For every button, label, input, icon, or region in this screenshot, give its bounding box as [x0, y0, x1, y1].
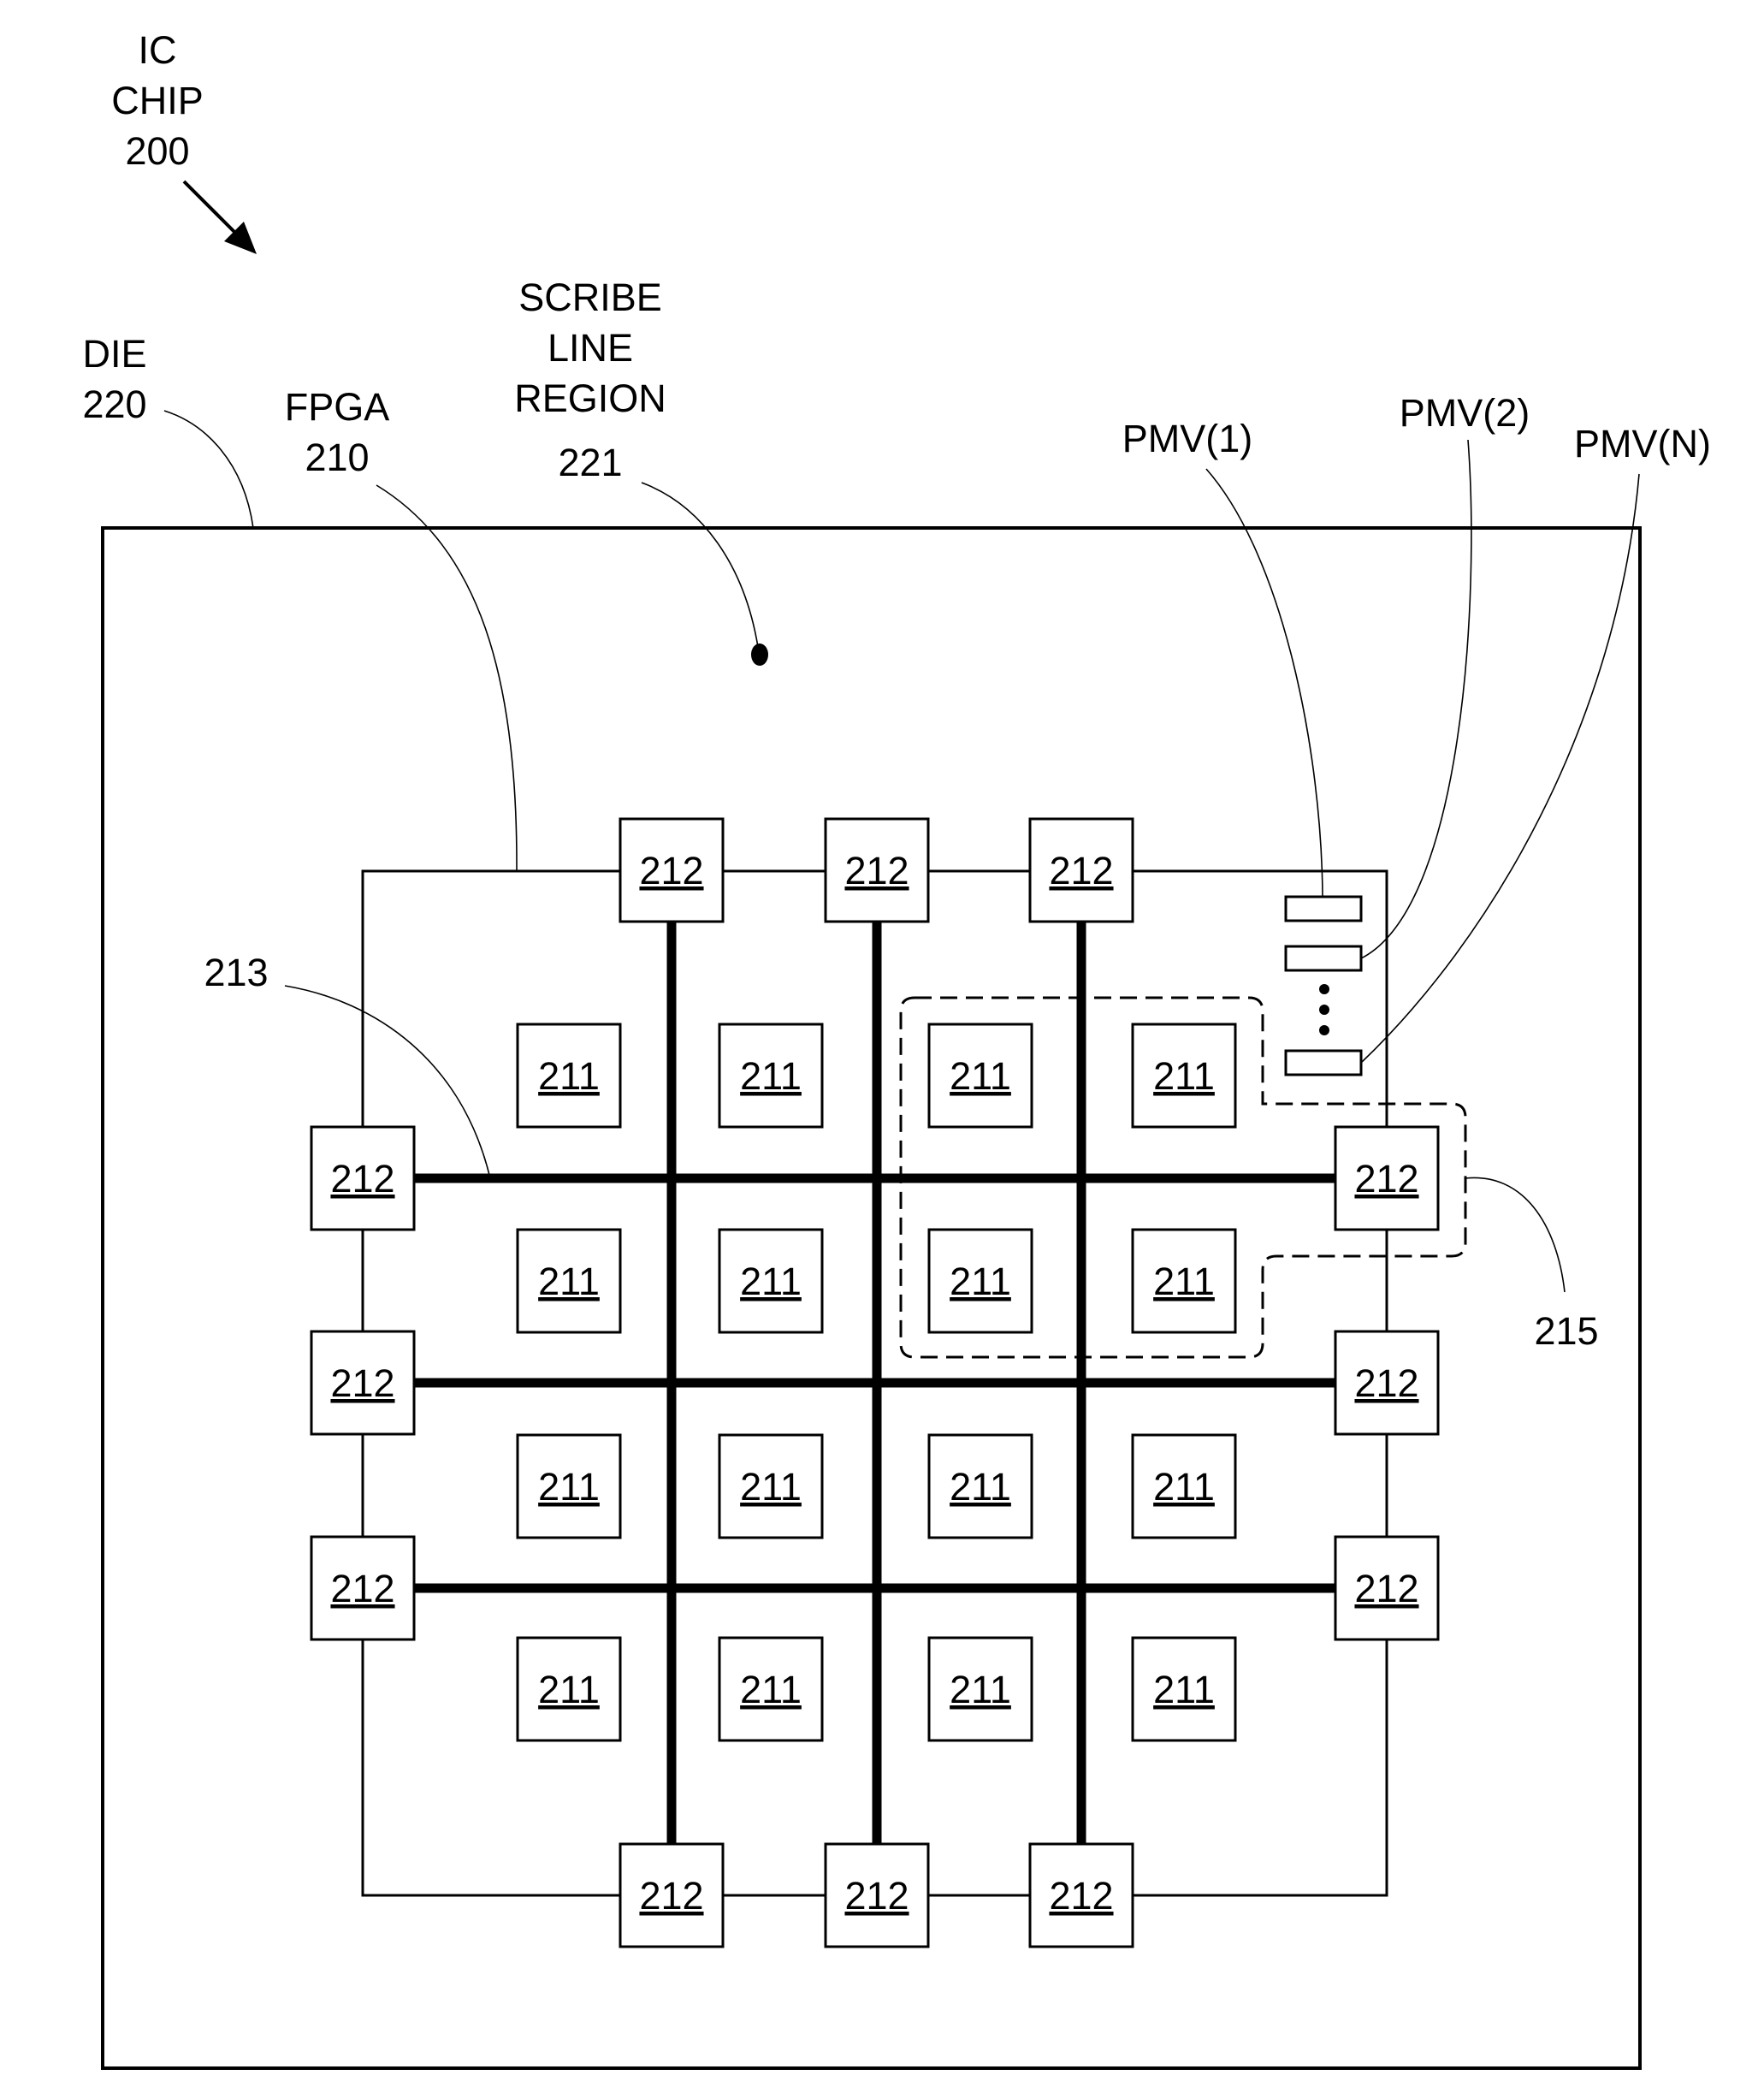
- io-block-212: 212: [1030, 819, 1133, 922]
- programmable-tile-211: 211: [1133, 1230, 1235, 1332]
- io-block-label: 212: [330, 1361, 394, 1405]
- programmable-tile-label: 211: [950, 1260, 1011, 1303]
- programmable-tile-211: 211: [518, 1230, 620, 1332]
- programmable-tile-label: 211: [740, 1054, 802, 1098]
- io-block-label: 212: [1354, 1361, 1418, 1405]
- ic-chip-label-line2: CHIP: [111, 79, 204, 122]
- scribe-label-line1: SCRIBE: [518, 276, 662, 319]
- io-block-label: 212: [1354, 1157, 1418, 1201]
- io-block-212: 212: [620, 1844, 723, 1947]
- scribe-leader-line: [642, 483, 758, 647]
- programmable-tile-211: 211: [929, 1024, 1032, 1127]
- programmable-tile-211: 211: [1133, 1024, 1235, 1127]
- scribe-label-line2: LINE: [548, 326, 633, 370]
- programmable-tile-label: 211: [538, 1465, 600, 1509]
- programmable-tile-211: 211: [1133, 1435, 1235, 1538]
- pmv-ellipsis-dot-3: [1319, 1025, 1329, 1035]
- ref-213-label: 213: [204, 951, 268, 994]
- io-block-label: 212: [1049, 1874, 1113, 1918]
- io-block-212: 212: [1335, 1537, 1438, 1639]
- programmable-tile-label: 211: [1153, 1054, 1215, 1098]
- programmable-tile-211: 211: [929, 1435, 1032, 1538]
- io-block-212: 212: [1335, 1127, 1438, 1230]
- programmable-tile-label: 211: [538, 1668, 600, 1711]
- pmv-ellipsis-dot-1: [1319, 984, 1329, 994]
- programmable-tile-211: 211: [719, 1230, 822, 1332]
- io-block-label: 212: [330, 1567, 394, 1610]
- ic-chip-label-line1: IC: [139, 28, 177, 72]
- programmable-tile-211: 211: [719, 1435, 822, 1538]
- io-block-label: 212: [844, 849, 909, 892]
- pmv-n-leader-line: [1361, 474, 1639, 1063]
- ic-chip-label-line3: 200: [125, 129, 189, 173]
- io-block-212: 212: [620, 819, 723, 922]
- fpga-label-line1: FPGA: [285, 385, 390, 429]
- programmable-tile-211: 211: [719, 1024, 822, 1127]
- programmable-tile-211: 211: [518, 1638, 620, 1740]
- scribe-label-line4: 221: [558, 441, 622, 484]
- io-block-212: 212: [1030, 1844, 1133, 1947]
- programmable-tile-label: 211: [740, 1260, 802, 1303]
- io-block-212: 212: [1335, 1331, 1438, 1434]
- programmable-tile-label: 211: [1153, 1465, 1215, 1509]
- programmable-tile-label: 211: [538, 1260, 600, 1303]
- io-block-label: 212: [639, 849, 703, 892]
- io-block-label: 212: [1354, 1567, 1418, 1610]
- pmv-2-sensor: [1286, 946, 1361, 970]
- io-block-212: 212: [311, 1127, 414, 1230]
- io-block-label: 212: [1049, 849, 1113, 892]
- programmable-tile-label: 211: [950, 1465, 1011, 1509]
- ic-chip-label: IC CHIP 200: [111, 28, 204, 173]
- scribe-line-region-label: SCRIBE LINE REGION 221: [514, 276, 666, 484]
- pmv-sensors: [1286, 897, 1361, 1075]
- fpga-label-line2: 210: [305, 436, 369, 479]
- programmable-tile-label: 211: [950, 1668, 1011, 1711]
- pmv-n-sensor: [1286, 1051, 1361, 1075]
- io-block-212: 212: [826, 819, 928, 922]
- scribe-region-dot: [751, 643, 768, 666]
- io-block-label: 212: [330, 1157, 394, 1201]
- die-label-line1: DIE: [82, 332, 146, 376]
- programmable-tile-label: 211: [740, 1465, 802, 1509]
- pmv-1-label: PMV(1): [1122, 417, 1253, 460]
- io-block-212: 212: [826, 1844, 928, 1947]
- die-label-line2: 220: [82, 382, 146, 426]
- die-label: DIE 220: [82, 332, 146, 426]
- programmable-tile-211: 211: [1133, 1638, 1235, 1740]
- pmv-n-label: PMV(N): [1574, 422, 1711, 465]
- scribe-label-line3: REGION: [514, 377, 666, 420]
- pmv-2-label: PMV(2): [1400, 391, 1530, 435]
- programmable-tile-211: 211: [518, 1435, 620, 1538]
- pmv-ellipsis-dot-2: [1319, 1005, 1329, 1015]
- pmv-1-sensor: [1286, 897, 1361, 921]
- programmable-tile-211: 211: [929, 1230, 1032, 1332]
- programmable-tile-label: 211: [1153, 1260, 1215, 1303]
- pmv-1-leader-line: [1206, 469, 1323, 897]
- die-boundary: [103, 528, 1640, 2068]
- fpga-leader-line: [376, 485, 517, 870]
- ref-215-label: 215: [1534, 1309, 1598, 1353]
- ic-chip-arrow: [184, 181, 257, 254]
- fpga-label: FPGA 210: [285, 385, 390, 479]
- die-leader-line: [164, 411, 253, 528]
- programmable-tile-label: 211: [950, 1054, 1011, 1098]
- pmv-2-leader-line: [1361, 440, 1471, 958]
- io-block-212: 212: [311, 1537, 414, 1639]
- io-block-label: 212: [844, 1874, 909, 1918]
- programmable-tile-label: 211: [1153, 1668, 1215, 1711]
- io-block-212: 212: [311, 1331, 414, 1434]
- io-block-label: 212: [639, 1874, 703, 1918]
- programmable-tile-211: 211: [518, 1024, 620, 1127]
- programmable-tile-211: 211: [929, 1638, 1032, 1740]
- programmable-tile-label: 211: [538, 1054, 600, 1098]
- programmable-tile-label: 211: [740, 1668, 802, 1711]
- ref-215-leader-line: [1465, 1177, 1565, 1292]
- programmable-tile-211: 211: [719, 1638, 822, 1740]
